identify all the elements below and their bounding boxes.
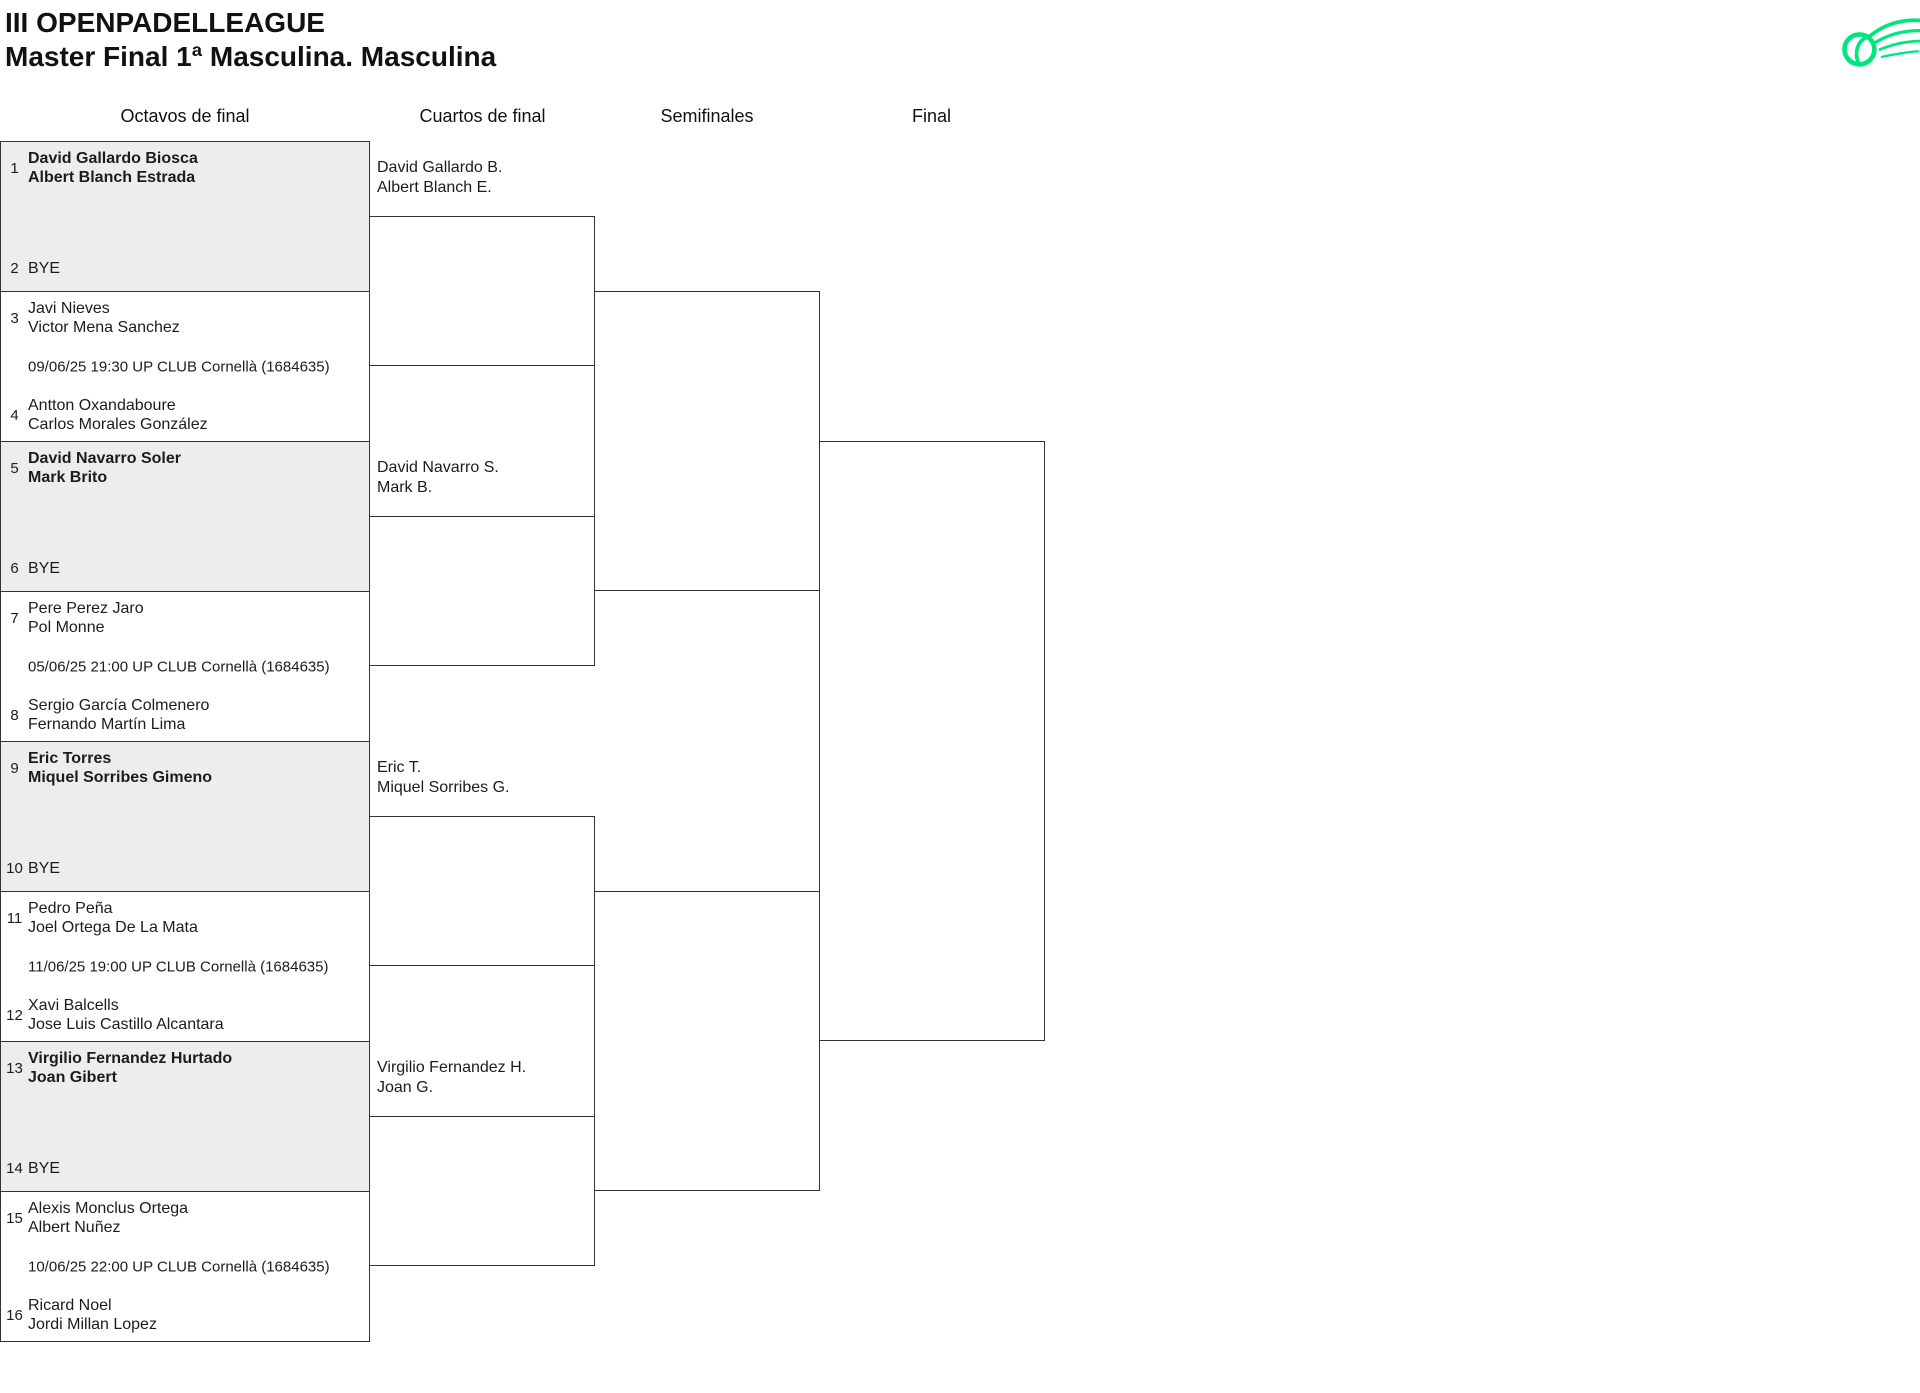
seed-number: 15: [6, 1209, 23, 1227]
advancing-pair-qf4: Virgilio Fernandez H. Joan G.: [377, 1058, 526, 1098]
match-box-1: 1 David Gallardo Biosca Albert Blanch Es…: [0, 141, 370, 292]
qf4-connector: [369, 1116, 595, 1266]
qf2-connector: [369, 516, 595, 666]
pair-slot: 12 Xavi Balcells Jose Luis Castillo Alca…: [1, 996, 369, 1034]
advancing-pair-qf3: Eric T. Miquel Sorribes G.: [377, 758, 510, 798]
player-name: Pere Perez Jaro: [28, 600, 144, 617]
player-name: Miquel Sorribes G.: [377, 779, 510, 796]
pair-slot: 3 Javi Nieves Victor Mena Sanchez: [1, 299, 369, 337]
seed-number: 6: [10, 560, 19, 577]
page-subtitle: Master Final 1ª Masculina. Masculina: [5, 41, 497, 72]
seed-number: 7: [10, 609, 19, 627]
match-box-8: 15 Alexis Monclus Ortega Albert Nuñez 10…: [0, 1191, 370, 1342]
qf1-connector: [369, 216, 595, 366]
page-title: III OPENPADELLEAGUE: [5, 7, 325, 38]
seed-number: 14: [6, 1160, 23, 1177]
player-name: Joan Gibert: [28, 1069, 117, 1086]
advancing-pair-qf2: David Navarro S. Mark B.: [377, 458, 499, 498]
player-name: Alexis Monclus Ortega: [28, 1200, 189, 1217]
player-name: Mark B.: [377, 479, 433, 496]
seed-number: 16: [6, 1306, 23, 1324]
player-name: Mark Brito: [28, 469, 108, 486]
match-schedule: 10/06/25 22:00 UP CLUB Cornellà (1684635…: [28, 1258, 330, 1275]
player-name: Victor Mena Sanchez: [28, 319, 180, 336]
round-header-octavos: Octavos de final: [120, 106, 250, 126]
pair-slot: 6 BYE: [1, 559, 369, 578]
match-box-4: 7 Pere Perez Jaro Pol Monne 05/06/25 21:…: [0, 591, 370, 742]
seed-number: 13: [6, 1059, 23, 1077]
sf2-connector: [594, 891, 820, 1191]
player-name: Jose Luis Castillo Alcantara: [28, 1016, 224, 1033]
seed-number: 4: [10, 406, 19, 424]
seed-number: 12: [6, 1006, 23, 1024]
round-header-semifinales: Semifinales: [660, 106, 754, 126]
seed-number: 3: [10, 309, 19, 327]
pair-slot: 4 Antton Oxandaboure Carlos Morales Gonz…: [1, 396, 369, 434]
player-name: Javi Nieves: [28, 300, 110, 317]
padel-ball-swoosh-icon: [1842, 18, 1920, 67]
player-name: David Gallardo Biosca: [28, 150, 198, 167]
player-name: Carlos Morales González: [28, 416, 208, 433]
bye-label: BYE: [28, 260, 61, 277]
player-name: Albert Blanch Estrada: [28, 169, 196, 186]
pair-slot: 15 Alexis Monclus Ortega Albert Nuñez: [1, 1199, 369, 1237]
seed-number: 9: [10, 759, 19, 777]
seed-number: 10: [6, 860, 23, 877]
pair-slot: 1 David Gallardo Biosca Albert Blanch Es…: [1, 149, 369, 187]
match-schedule: 11/06/25 19:00 UP CLUB Cornellà (1684635…: [28, 958, 329, 975]
pair-slot: 14 BYE: [1, 1159, 369, 1178]
pair-slot: 2 BYE: [1, 259, 369, 278]
player-name: David Navarro Soler: [28, 450, 181, 467]
match-box-5: 9 Eric Torres Miquel Sorribes Gimeno 10 …: [0, 741, 370, 892]
qf3-connector: [369, 816, 595, 966]
player-name: Eric T.: [377, 759, 422, 776]
pair-slot: 10 BYE: [1, 859, 369, 878]
player-name: Eric Torres: [28, 750, 112, 767]
final-connector: [819, 441, 1045, 1041]
seed-number: 8: [10, 706, 19, 724]
player-name: Jordi Millan Lopez: [28, 1316, 157, 1333]
match-box-6: 11 Pedro Peña Joel Ortega De La Mata 11/…: [0, 891, 370, 1042]
bye-label: BYE: [28, 860, 61, 877]
player-name: David Gallardo B.: [377, 159, 503, 176]
player-name: Joan G.: [377, 1079, 434, 1096]
player-name: Albert Nuñez: [28, 1219, 121, 1236]
bye-label: BYE: [28, 560, 61, 577]
player-name: Sergio García Colmenero: [28, 697, 210, 714]
seed-number: 1: [10, 159, 19, 177]
match-box-7: 13 Virgilio Fernandez Hurtado Joan Giber…: [0, 1041, 370, 1192]
seed-number: 11: [6, 909, 23, 927]
player-name: Miquel Sorribes Gimeno: [28, 769, 213, 786]
pair-slot: 13 Virgilio Fernandez Hurtado Joan Giber…: [1, 1049, 369, 1087]
player-name: Pol Monne: [28, 619, 105, 636]
player-name: Fernando Martín Lima: [28, 716, 186, 733]
match-box-3: 5 David Navarro Soler Mark Brito 6 BYE: [0, 441, 370, 592]
seed-number: 2: [10, 260, 19, 277]
player-name: Virgilio Fernandez Hurtado: [28, 1050, 233, 1067]
pair-slot: 5 David Navarro Soler Mark Brito: [1, 449, 369, 487]
player-name: Albert Blanch E.: [377, 179, 492, 196]
player-name: Pedro Peña: [28, 900, 113, 917]
player-name: Antton Oxandaboure: [28, 397, 176, 414]
bye-label: BYE: [28, 1160, 61, 1177]
advancing-pair-qf1: David Gallardo B. Albert Blanch E.: [377, 158, 502, 198]
player-name: Xavi Balcells: [28, 997, 119, 1014]
player-name: David Navarro S.: [377, 459, 499, 476]
round-header-cuartos: Cuartos de final: [419, 106, 546, 126]
match-schedule: 05/06/25 21:00 UP CLUB Cornellà (1684635…: [28, 658, 330, 675]
pair-slot: 9 Eric Torres Miquel Sorribes Gimeno: [1, 749, 369, 787]
player-name: Joel Ortega De La Mata: [28, 919, 198, 936]
pair-slot: 16 Ricard Noel Jordi Millan Lopez: [1, 1296, 369, 1334]
player-name: Virgilio Fernandez H.: [377, 1059, 527, 1076]
sf1-connector: [594, 291, 820, 591]
pair-slot: 7 Pere Perez Jaro Pol Monne: [1, 599, 369, 637]
match-box-2: 3 Javi Nieves Victor Mena Sanchez 09/06/…: [0, 291, 370, 442]
pair-slot: 11 Pedro Peña Joel Ortega De La Mata: [1, 899, 369, 937]
pair-slot: 8 Sergio García Colmenero Fernando Martí…: [1, 696, 369, 734]
seed-number: 5: [10, 459, 19, 477]
match-schedule: 09/06/25 19:30 UP CLUB Cornellà (1684635…: [28, 358, 330, 375]
round-header-final: Final: [911, 106, 951, 126]
player-name: Ricard Noel: [28, 1297, 112, 1314]
